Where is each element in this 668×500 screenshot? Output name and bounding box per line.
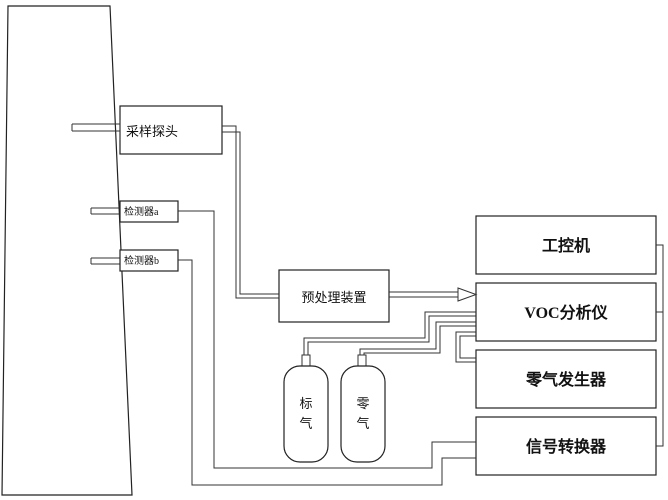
zero-gas-label-2: 气 [356,416,369,431]
voc-analyzer-label: VOC分析仪 [524,303,608,322]
right-bus-line [656,244,664,447]
standard-gas-label-1: 标 [299,396,312,411]
detector-a-label: 检测器a [124,205,159,218]
pretreatment-box: 预处理装置 [278,269,390,323]
zero-gas-line [359,321,476,355]
zero-gas-generator-label: 零气发生器 [525,370,607,389]
standard-gas-line [303,311,476,355]
sample-line [222,125,279,299]
chimney-stack [1,5,133,496]
sampling-probe-box: 采样探头 [119,105,223,155]
detector-b-signal-line [178,259,476,486]
ipc-label: 工控机 [542,236,590,255]
zero-gas-label-1: 零 [356,396,369,411]
standard-gas-label-2: 气 [299,416,312,431]
ipc-box: 工控机 [475,215,657,275]
probe-stub [71,123,120,132]
standard-gas-cylinder: 标 气 [283,354,329,463]
detector-b-stub [90,257,120,265]
pretreatment-label: 预处理装置 [301,290,366,305]
detector-b-label: 检测器b [124,254,159,267]
signal-converter-label: 信号转换器 [526,437,607,456]
signal-converter-box: 信号转换器 [475,416,657,476]
zero-gas-generator-box: 零气发生器 [475,349,657,409]
detector-a-stub [90,207,120,215]
arrow-icon [457,287,478,302]
detector-a-signal-line [178,210,476,469]
detector-a-box: 检测器a [119,200,179,223]
pretreat-to-analyzer-line [389,287,478,302]
detector-b-box: 检测器b [119,249,179,272]
sampling-probe-label: 采样探头 [126,124,178,139]
zero-gas-cylinder: 零 气 [340,354,386,463]
voc-analyzer-box: VOC分析仪 [475,282,657,342]
generator-analyzer-link [455,331,476,363]
